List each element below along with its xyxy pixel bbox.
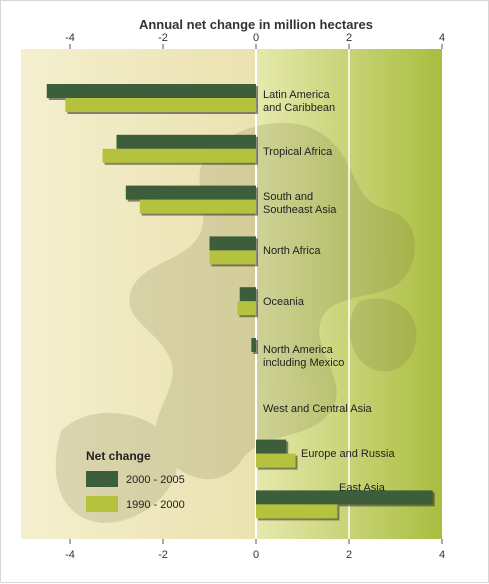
bar-2000-2005 [116,134,256,149]
category-label: South and [263,191,313,203]
x-axis-ticks-bottom: -4 -2 0 2 4 [65,539,445,561]
bar-1990-2000 [65,98,256,112]
legend: Net change 2000 - 2005 1990 - 2000 [86,449,185,512]
x-tick-label-bottom: -2 [158,549,168,561]
category-label: Oceania [263,296,305,308]
chart-title: Annual net change in million hectares [139,17,373,32]
x-tick-label-top: 4 [439,32,445,44]
bar-series-group [46,84,435,521]
category-label: East Asia [339,482,386,494]
legend-label-2000-2005: 2000 - 2005 [126,474,185,486]
x-tick-label-top: 0 [253,32,259,44]
bar-1990-2000 [237,301,256,316]
bar-2000-2005 [125,185,256,200]
x-tick-label-bottom: 2 [346,549,352,561]
bar-1990-2000 [139,199,256,214]
legend-swatch-2000-2005 [86,471,118,487]
bar-1990-2000 [102,148,256,163]
plot-background-left [21,49,256,539]
bar-2000-2005 [256,490,433,505]
bar-2000-2005 [256,439,287,454]
x-tick-label-bottom: 4 [439,549,445,561]
bar-2000-2005 [209,236,256,251]
category-label: North America [263,344,334,356]
bar-1990-2000 [256,453,296,468]
bar-1990-2000 [209,250,256,265]
x-tick-label-bottom: -4 [65,549,75,561]
x-tick-label-top: -2 [158,32,168,44]
category-label: including Mexico [263,357,344,369]
legend-title: Net change [86,449,151,463]
category-label: Europe and Russia [301,448,395,460]
category-label: West and Central Asia [263,403,373,415]
bar-2000-2005 [239,287,256,302]
x-axis-ticks-top: -4 -2 0 2 4 [65,32,445,49]
x-tick-label-top: 2 [346,32,352,44]
legend-label-1990-2000: 1990 - 2000 [126,499,185,511]
map-silhouette-decoration [55,122,417,523]
category-label: Latin America [263,89,331,101]
bar-2000-2005 [251,338,256,352]
bar-1990-2000 [256,504,338,519]
x-tick-label-bottom: 0 [253,549,259,561]
category-label: and Caribbean [263,102,335,114]
category-label: Tropical Africa [263,146,333,158]
legend-swatch-1990-2000 [86,496,118,512]
category-label: Southeast Asia [263,204,337,216]
category-label: North Africa [263,245,321,257]
bar-2000-2005 [46,84,256,98]
x-tick-label-top: -4 [65,32,75,44]
